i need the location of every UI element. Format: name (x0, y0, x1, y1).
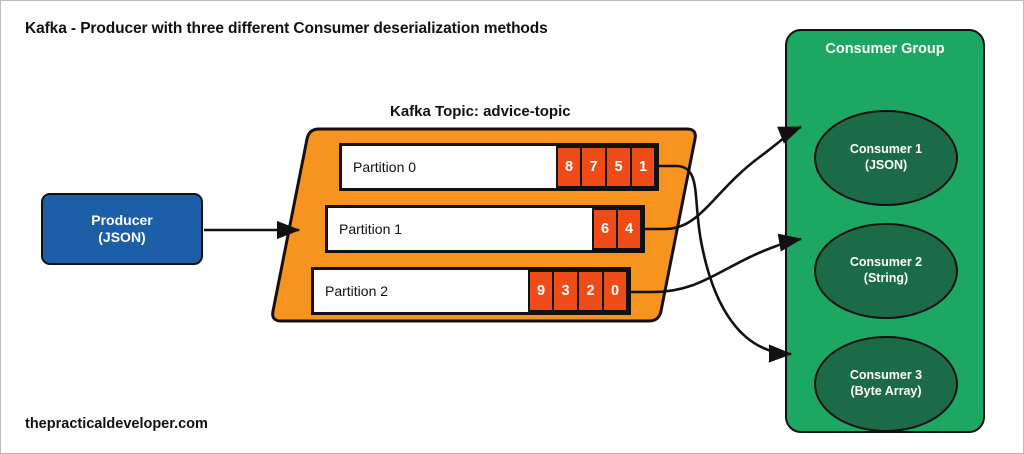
watermark-label: thepracticaldeveloper.com (25, 416, 208, 432)
producer-box[interactable]: Producer (JSON) (41, 193, 203, 265)
message-cell: 5 (606, 146, 631, 188)
message-cell: 7 (581, 146, 606, 188)
partition-row[interactable]: Partition 2 9 3 2 0 (311, 267, 631, 315)
partition-label: Partition 1 (339, 221, 403, 237)
partition-label: Partition 0 (353, 159, 417, 175)
consumer-format: (String) (863, 271, 909, 285)
partition-label: Partition 2 (325, 283, 389, 299)
message-strip: 6 4 (592, 208, 642, 250)
message-cell: 6 (592, 208, 617, 250)
producer-name: Producer (91, 211, 153, 228)
kafka-topic-container: Partition 0 8 7 5 1 Partition 1 6 4 Part… (269, 121, 699, 329)
message-cell: 1 (631, 146, 656, 188)
consumer-1-node[interactable]: Consumer 1 (JSON) (814, 110, 958, 206)
consumer-format: (Byte Array) (850, 384, 922, 398)
producer-format: (JSON) (98, 229, 146, 245)
consumer-name: Consumer 2 (849, 255, 923, 270)
partition-row[interactable]: Partition 1 6 4 (325, 205, 645, 253)
message-strip: 8 7 5 1 (556, 146, 656, 188)
message-cell: 3 (553, 270, 578, 312)
consumer-format: (JSON) (864, 158, 908, 172)
consumer-name: Consumer 1 (849, 142, 923, 157)
consumer-2-node[interactable]: Consumer 2 (String) (814, 223, 958, 319)
consumer-group-title: Consumer Group (825, 41, 945, 57)
message-strip: 9 3 2 0 (528, 270, 628, 312)
message-cell: 8 (556, 146, 581, 188)
message-cell: 2 (578, 270, 603, 312)
message-cell: 0 (603, 270, 628, 312)
consumer-3-node[interactable]: Consumer 3 (Byte Array) (814, 336, 958, 432)
page-title: Kafka - Producer with three different Co… (25, 20, 548, 37)
consumer-group-box: Consumer Group Consumer 1 (JSON) Consume… (785, 29, 985, 433)
message-cell: 9 (528, 270, 553, 312)
partition-row[interactable]: Partition 0 8 7 5 1 (339, 143, 659, 191)
message-cell: 4 (617, 208, 642, 250)
consumer-name: Consumer 3 (849, 368, 923, 383)
topic-title: Kafka Topic: advice-topic (390, 103, 571, 120)
